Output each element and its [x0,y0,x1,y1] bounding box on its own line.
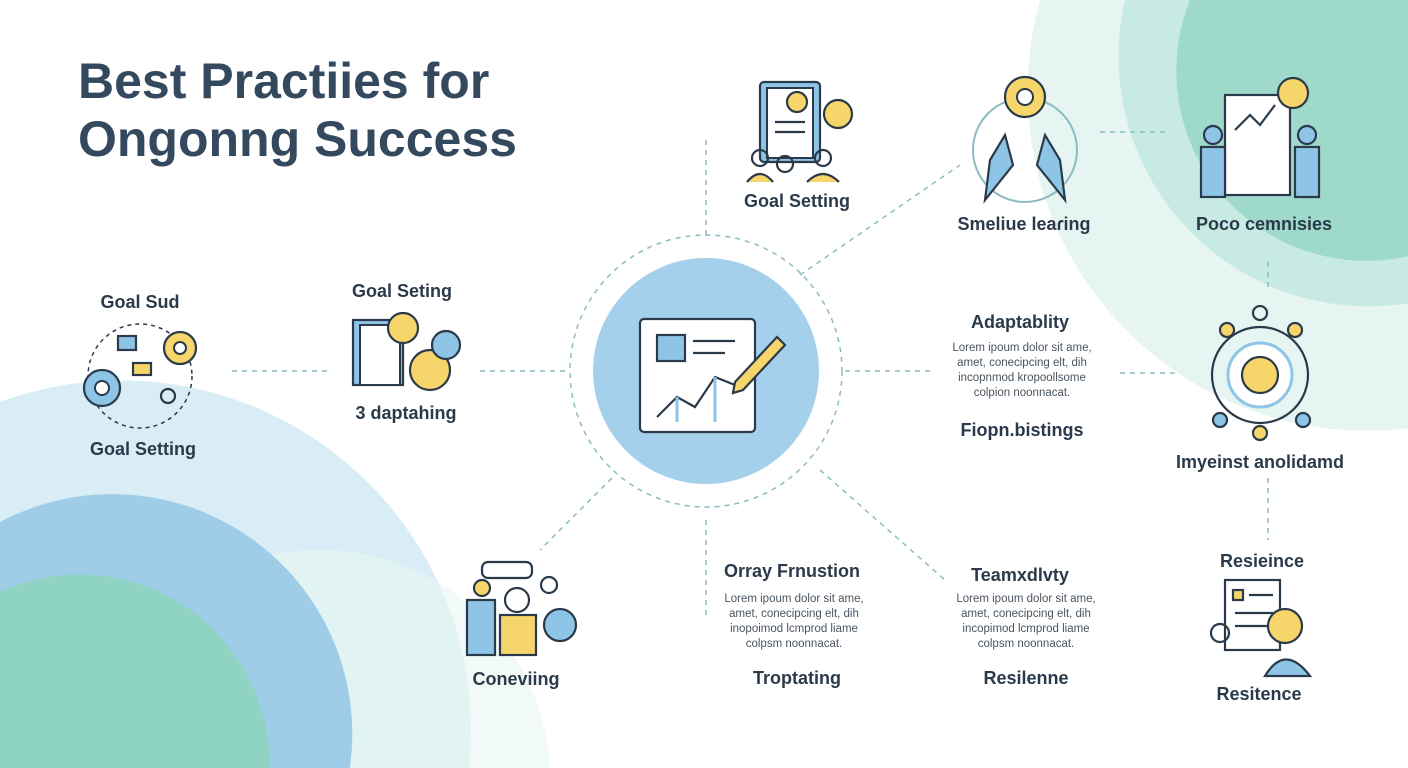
node-label-poco: Poco cemnisies [1195,214,1333,234]
orray-body: Lorem ipoum dolor sit ame, amet, conecip… [724,593,864,650]
node-label-resieince: Resieince [1219,551,1305,571]
page-title: Best Practiies for Ongonng Success [78,52,517,168]
teamwork-body: Lorem ipoum dolor sit ame, amet, conecip… [956,593,1096,650]
document-coin-icon [351,311,462,392]
teamwork-heading: Teamxdlvty [971,565,1069,585]
checklist-dollar-icon [1209,578,1313,678]
node-label-goal-sud: Goal Sud [100,292,180,312]
node-label-imyeinst: Imyeinst anolidamd [1175,452,1345,472]
adaptability-subheading: Fiopn.bistings [960,420,1084,440]
gears-flow-icon [82,323,198,429]
orray-heading: Orray Frnustion [723,561,861,581]
central-chart-icon [593,258,819,484]
presentation-people-icon [1199,76,1321,199]
goal-setting-document-icon [746,80,854,183]
orray-subheading: Troptating [753,668,841,688]
node-label-resitence: Resitence [1216,684,1302,704]
network-dollar-icon [1210,305,1312,442]
title-line-2: Ongonng Success [78,111,517,167]
node-label-coneviing: Coneviing [472,669,560,689]
people-conversation-icon [465,560,578,657]
adaptability-body: Lorem ipoum dolor sit ame, amet, conecip… [952,342,1092,399]
node-label-goal-seting: Goal Seting [351,281,453,301]
adaptability-heading: Adaptablity [970,312,1070,332]
node-label-goal-setting-top: Goal Setting [743,191,851,211]
node-label-daptahing: 3 daptahing [355,403,457,423]
node-label-learning: Smeliue leaɾing [957,214,1091,234]
teamwork-subheading: Resilenne [983,668,1069,688]
hands-gear-icon [972,75,1078,204]
node-label-goal-setting-left: Goal Setting [89,439,197,459]
title-line-1: Best Practiies for [78,53,490,109]
